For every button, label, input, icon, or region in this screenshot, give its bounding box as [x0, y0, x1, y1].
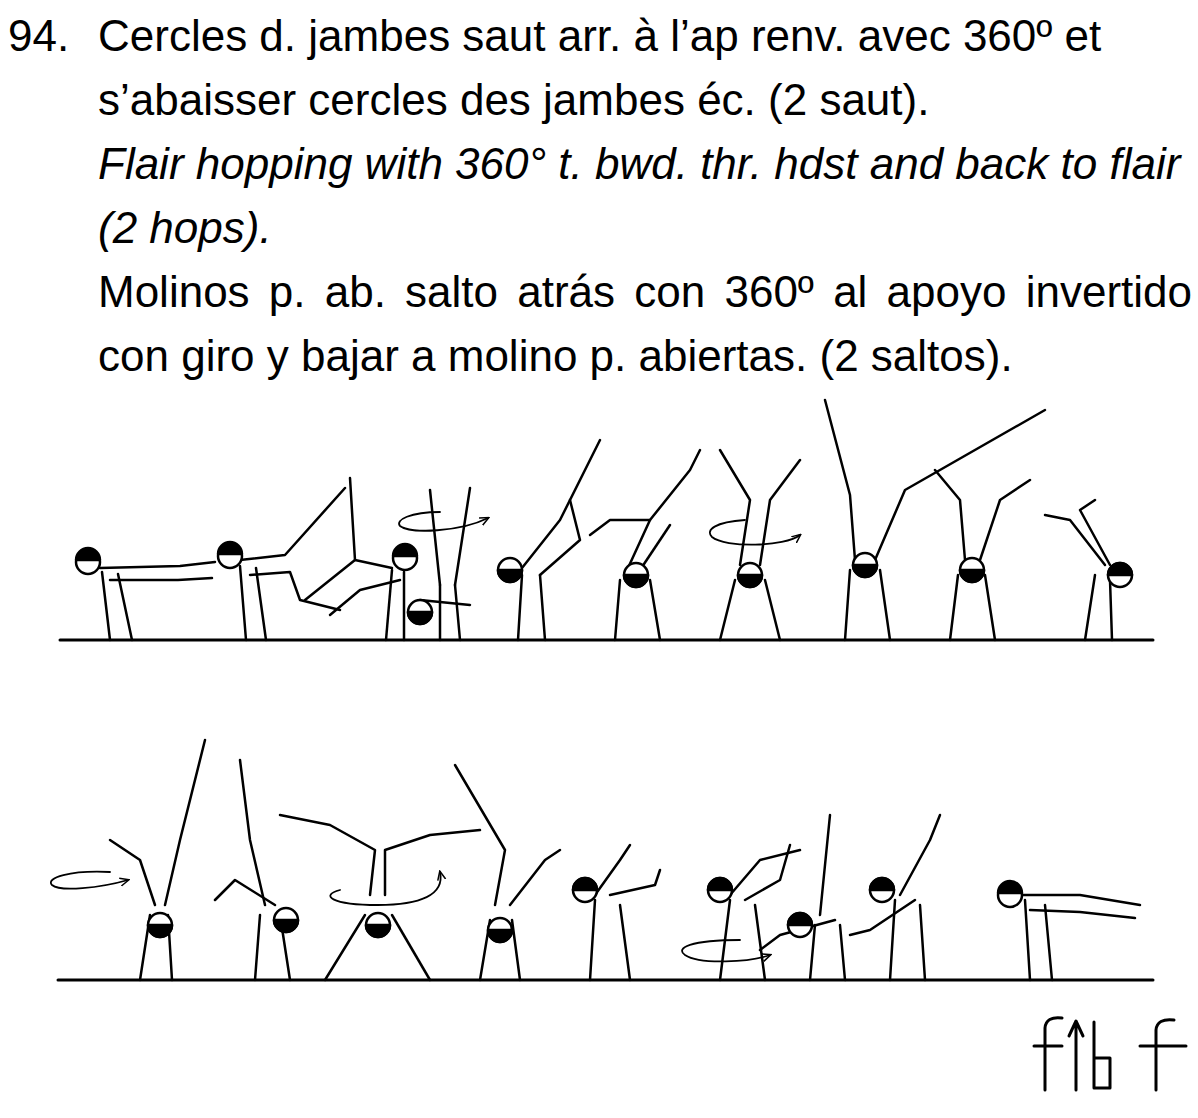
french-description: Cercles d. jambes saut arr. à l’ap renv.… [98, 4, 1192, 132]
spanish-description: Molinos p. ab. salto atrás con 360º al a… [98, 260, 1192, 388]
english-description: Flair hopping with 360° t. bwd. thr. hds… [98, 132, 1192, 260]
item-number: 94. [8, 4, 98, 68]
